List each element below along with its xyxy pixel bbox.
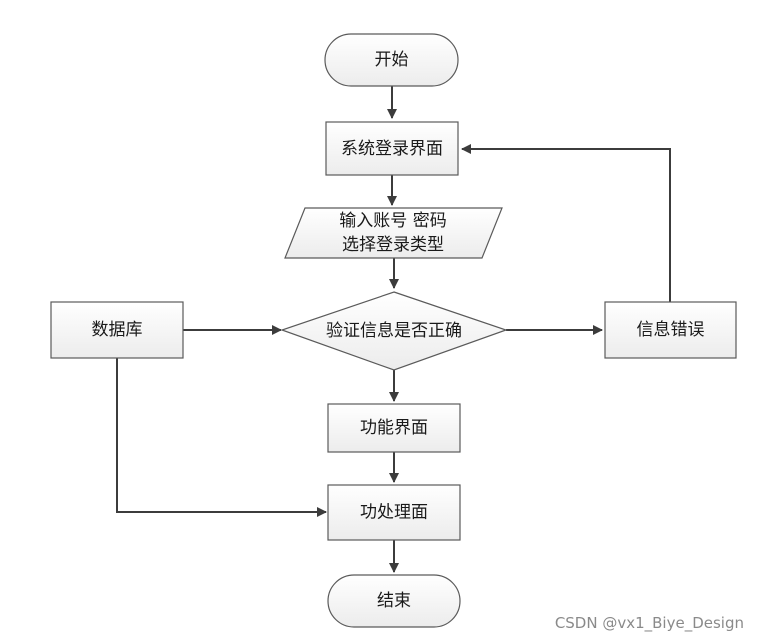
verify-decision-node: 验证信息是否正确 [280,291,508,371]
end-label: 结束 [377,591,411,611]
verify-label: 验证信息是否正确 [326,321,462,341]
process-node: 功处理面 [327,484,461,541]
input-node: 输入账号 密码 选择登录类型 [284,207,503,259]
watermark-text: CSDN @vx1_Biye_Design [555,614,744,633]
edge-error-to-login [461,144,671,302]
function-screen-node: 功能界面 [327,403,461,453]
input-label-line1: 输入账号 密码 [339,211,446,231]
process-label: 功处理面 [360,503,428,523]
edge-database-to-process [116,358,327,517]
end-node: 结束 [327,574,461,628]
edges [116,86,671,573]
start-label: 开始 [375,50,409,70]
start-node: 开始 [324,33,459,87]
database-node: 数据库 [50,301,184,359]
function-screen-label: 功能界面 [360,418,428,438]
database-label: 数据库 [92,320,143,340]
login-screen-node: 系统登录界面 [325,121,459,176]
error-label: 信息错误 [637,320,705,340]
login-screen-label: 系统登录界面 [341,139,443,159]
error-node: 信息错误 [604,301,737,359]
input-label-line2: 选择登录类型 [342,235,444,255]
